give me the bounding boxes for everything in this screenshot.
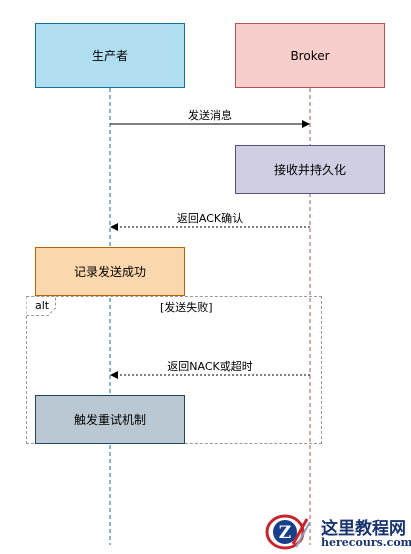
message-label-send: 发送消息 bbox=[186, 109, 234, 122]
activity-persist-label: 接收并持久化 bbox=[273, 162, 346, 177]
participant-producer-label: 生产者 bbox=[91, 48, 128, 63]
watermark: Z 这里教程网 herecours.com bbox=[263, 511, 411, 553]
message-label-ack: 返回ACK确认 bbox=[174, 212, 246, 225]
watermark-url: herecours.com bbox=[321, 536, 411, 549]
activity-record-success: 记录发送成功 bbox=[35, 247, 185, 296]
activity-record-success-label: 记录发送成功 bbox=[73, 264, 146, 279]
participant-broker: Broker bbox=[235, 23, 385, 88]
watermark-title: 这里教程网 bbox=[321, 519, 406, 539]
activity-retry-label: 触发重试机制 bbox=[73, 412, 146, 427]
activity-persist: 接收并持久化 bbox=[235, 145, 385, 194]
watermark-logo-icon: Z bbox=[265, 514, 311, 550]
activity-retry: 触发重试机制 bbox=[35, 395, 185, 444]
svg-text:Z: Z bbox=[279, 523, 291, 543]
alt-condition: [发送失败] bbox=[160, 301, 213, 314]
participant-producer: 生产者 bbox=[35, 23, 185, 88]
alt-tag-shape bbox=[26, 296, 56, 316]
participant-broker-label: Broker bbox=[290, 48, 330, 63]
message-label-nack: 返回NACK或超时 bbox=[165, 360, 255, 373]
